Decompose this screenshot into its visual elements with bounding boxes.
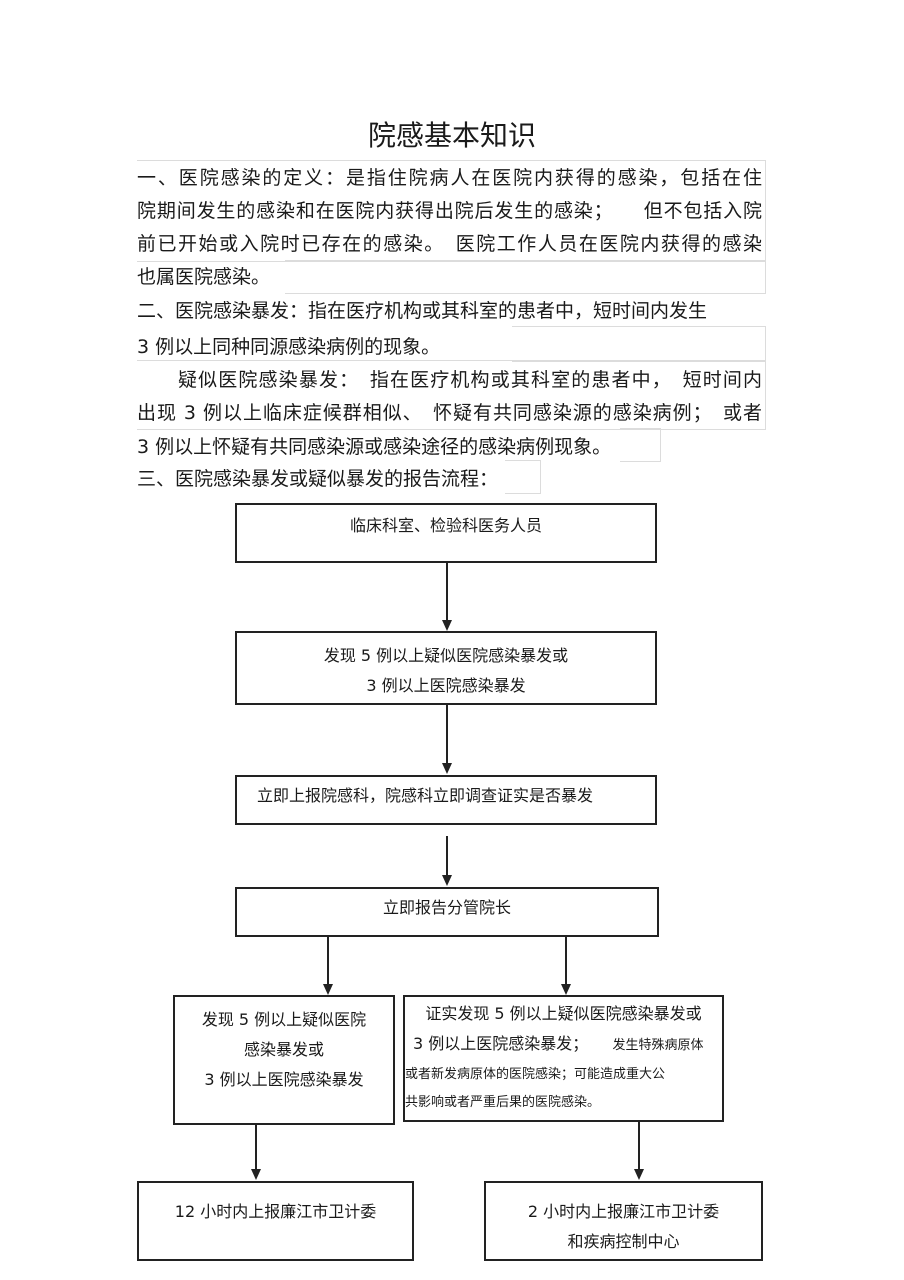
suspected-outbreak-line-3: 3 例以上怀疑有共同感染源或感染途径的感染病例现象。 [137,436,612,458]
flow-branch-suspected-line-3: 3 例以上医院感染暴发 [204,1070,364,1089]
flow-branch-confirmed-line-2b: 发生特殊病原体 [612,1038,704,1053]
flow-step-discovery-line-1: 发现 5 例以上疑似医院感染暴发或 [323,646,569,665]
flow-branch-confirmed-line-1: 证实发现 5 例以上疑似医院感染暴发或 [425,1004,702,1023]
arrow-1-line [446,563,448,621]
arrow-right-bottom-head [634,1169,644,1180]
suspected-outbreak-line-2: 出现 3 例以上临床症候群相似、 怀疑有共同感染源的感染病例； 或者 [137,402,762,424]
flow-final-2h-report: 2 小时内上报廉江市卫计委 和疾病控制中心 [484,1181,763,1261]
flow-branch-suspected: 发现 5 例以上疑似医院 感染暴发或 3 例以上医院感染暴发 [173,995,395,1125]
flow-branch-suspected-line-2: 感染暴发或 [243,1040,324,1059]
flow-branch-confirmed-line-2: 3 例以上医院感染暴发； 发生特殊病原体 [405,1029,722,1061]
text-frame-4 [137,360,766,430]
text-frame-2 [285,260,766,294]
arrow-2-line [446,705,448,764]
arrow-left-line [327,937,329,985]
definition-line-3: 前已开始或入院时已存在的感染。 医院工作人员在医院内获得的感染 [137,233,762,255]
arrow-1-head [442,620,452,631]
page-title: 院感基本知识 [367,119,536,152]
flow-branch-suspected-line-1: 发现 5 例以上疑似医院 [201,1010,367,1029]
flow-step-report-director-text: 立即报告分管院长 [382,898,511,917]
definition-line-4: 也属医院感染。 [137,266,271,288]
text-frame-6 [505,460,541,494]
text-frame-3 [512,326,766,362]
report-process-heading: 三、医院感染暴发或疑似暴发的报告流程： [137,468,499,490]
flow-branch-confirmed-line-4: 共影响或者严重后果的医院感染。 [405,1095,601,1110]
flow-step-report-infection-dept: 立即上报院感科，院感科立即调查证实是否暴发 [235,775,657,825]
flow-step-reporters: 临床科室、检验科医务人员 [235,503,657,563]
arrow-right-line [565,937,567,985]
flow-final-12h-report-text: 12 小时内上报廉江市卫计委 [174,1202,377,1221]
outbreak-line-1: 二、医院感染暴发：指在医疗机构或其科室的患者中，短时间内发生 [137,300,708,322]
flow-final-2h-report-line-1: 2 小时内上报廉江市卫计委 [527,1202,720,1221]
flow-step-report-director: 立即报告分管院长 [235,887,659,937]
definition-line-2: 院期间发生的感染和在医院内获得出院后发生的感染； 但不包括入院 [137,200,762,222]
definition-line-1: 一、医院感染的定义：是指住院病人在医院内获得的感染，包括在住 [137,167,762,189]
flow-step-discovery-line-2: 3 例以上医院感染暴发 [366,676,526,695]
flow-step-discovery: 发现 5 例以上疑似医院感染暴发或 3 例以上医院感染暴发 [235,631,657,705]
flow-branch-confirmed-line-2a: 3 例以上医院感染暴发； [413,1034,589,1053]
arrow-2-head [442,763,452,774]
flow-branch-confirmed-line-3: 或者新发病原体的医院感染；可能造成重大公 [405,1067,666,1082]
outbreak-line-2: 3 例以上同种同源感染病例的现象。 [137,336,441,358]
arrow-right-head [561,984,571,995]
arrow-left-head [323,984,333,995]
text-frame-5 [620,428,661,462]
flow-final-12h-report: 12 小时内上报廉江市卫计委 [137,1181,414,1261]
text-frame-1 [137,160,766,262]
flow-step-report-infection-dept-text: 立即上报院感科，院感科立即调查证实是否暴发 [257,786,594,805]
arrow-left-bottom-head [251,1169,261,1180]
arrow-3-head [442,875,452,886]
arrow-right-bottom-line [638,1122,640,1170]
arrow-3-line [446,836,448,876]
arrow-left-bottom-line [255,1125,257,1170]
flow-branch-confirmed: 证实发现 5 例以上疑似医院感染暴发或 3 例以上医院感染暴发； 发生特殊病原体… [403,995,724,1122]
flow-final-2h-report-line-2: 和疾病控制中心 [567,1232,680,1251]
suspected-outbreak-line-1: 疑似医院感染暴发： 指在医疗机构或其科室的患者中， 短时间内 [178,369,762,391]
flow-step-reporters-text: 临床科室、检验科医务人员 [349,516,542,535]
